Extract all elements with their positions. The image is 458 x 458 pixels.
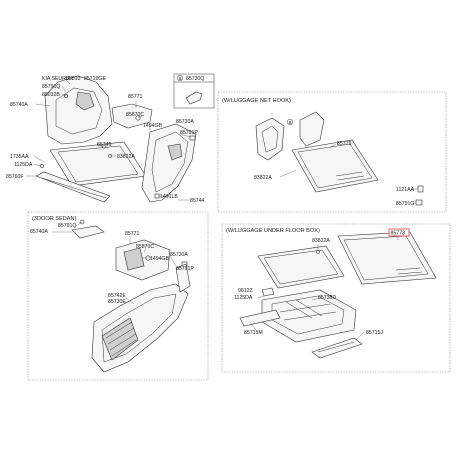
label-sedan-1494gb: 1494GB <box>150 256 170 262</box>
label-1735aa: 1735AA <box>10 154 29 160</box>
label-net-83822a: 83822A <box>254 175 272 181</box>
under-floor-leaders <box>249 236 399 341</box>
label-85010: 85010 <box>66 76 81 82</box>
label-85779: 85779 <box>337 141 352 147</box>
net-hook-title: (W/LUGGAGE NET HOOK) <box>222 98 291 104</box>
label-1121aa: 1121AA <box>396 187 415 193</box>
transverse-trim-edge <box>41 177 107 199</box>
label-85730a: 85730A <box>176 119 194 125</box>
label-sedan-85742e: 85742E <box>108 293 126 299</box>
under-floor-tray-grid <box>279 299 337 321</box>
label-85771: 85771 <box>128 94 143 100</box>
clip-85791g <box>415 199 423 206</box>
floor-luggage-mat-inner <box>343 235 429 281</box>
net-hook-trim-left-inner <box>261 125 279 153</box>
highlight-85773-box <box>388 228 410 237</box>
quarter-trim-right-inner <box>151 131 189 193</box>
label-sedan-85771: 85771 <box>125 231 140 237</box>
label-floor-83822a: 83822A <box>312 238 330 244</box>
net-hook-mat <box>291 139 379 193</box>
label-85760f: 85760F <box>6 174 24 180</box>
net-hook-leaders <box>279 143 418 204</box>
label-85791g: 85791G <box>396 201 414 207</box>
leaders-top-left <box>26 77 191 201</box>
label-sedan-85870c: 85870C <box>136 244 154 250</box>
transverse-trim <box>35 171 111 203</box>
label-85715m: 85715M <box>244 330 263 336</box>
bracket-85715j-detail <box>317 341 355 353</box>
legend-part: 85730Q <box>186 76 204 82</box>
sedan-quarter-trim-grille-lines <box>105 321 137 357</box>
sedan-center-panel <box>115 239 171 281</box>
under-floor-title: (W/LUGGAGE UNDER FLOOR BOX) <box>226 228 320 234</box>
net-hook-mat-inner <box>297 143 373 189</box>
clip-1491lb <box>154 193 160 199</box>
label-floor-1125da: 1125DA <box>234 295 253 301</box>
label-83822a: 83822A <box>117 154 135 160</box>
bolt-1125da <box>40 164 44 168</box>
label-88032b: 88032B <box>42 92 60 98</box>
label-9612z: 9612Z <box>238 288 253 294</box>
net-hook-mat-hinge <box>335 171 365 181</box>
sedan-quarter-trim <box>91 283 189 373</box>
label-sedan-85740a: 85740A <box>30 229 48 235</box>
floor-cover-board <box>257 245 345 289</box>
label-85746: 85746 <box>97 142 112 148</box>
floor-luggage-mat <box>337 231 437 285</box>
luggage-mat-inner <box>57 145 139 183</box>
label-85740a: 85740A <box>10 102 28 108</box>
sedan-title: (3DOOR SEDAN) <box>32 216 77 222</box>
label-sedan-85791p: 85791P <box>176 266 194 272</box>
bracket-9612z <box>261 287 275 297</box>
net-hook-badge-circle <box>286 118 294 126</box>
label-1494gb: 1494GB <box>143 123 163 129</box>
quarter-trim-left-window <box>75 91 95 111</box>
label-sedan-85730a: 85730A <box>170 252 188 258</box>
net-hook-trim-right <box>299 111 325 147</box>
net-hook-trim-left <box>255 117 285 161</box>
sedan-side-bracket <box>175 263 191 293</box>
label-1125da: 1125DA <box>14 162 33 168</box>
label-85738d: 85738D <box>318 295 336 301</box>
quarter-trim-left <box>44 75 113 145</box>
sedan-upper-trim <box>71 225 105 239</box>
floor-cover-board-inner <box>263 249 339 285</box>
upper-trim-center <box>111 103 153 129</box>
sedan-center-pocket <box>123 247 145 271</box>
label-kia-seurity: KIA SEURITY <box>42 76 75 82</box>
label-sedan-85730e: 85730E <box>108 299 126 305</box>
sedan-quarter-trim-inner <box>101 293 177 363</box>
quarter-trim-right-pocket <box>167 143 183 161</box>
legend-box-85730q: a 85730Q <box>173 73 215 109</box>
label-85715j: 85715J <box>366 330 383 336</box>
sedan-box <box>27 211 209 381</box>
net-hook-badge: a <box>289 120 292 126</box>
quarter-trim-left-detail <box>55 87 103 135</box>
label-85791p: 85791P <box>180 130 198 136</box>
label-85744: 85744 <box>190 198 205 204</box>
label-sedan-85791q: 85791Q <box>58 223 76 229</box>
sedan-leaders <box>52 221 183 305</box>
clip-85791p <box>189 135 196 141</box>
under-floor-box <box>221 223 451 373</box>
floor-clip-83822a <box>316 250 320 254</box>
bracket-85715j <box>311 337 363 359</box>
label-85719ge: 85719GE <box>84 76 106 82</box>
label-85870c: 85870C <box>126 112 144 118</box>
label-1491lb: 1491LB <box>160 194 178 200</box>
label-85791q: 85791Q <box>42 84 60 90</box>
floor-luggage-mat-ridge <box>395 267 423 275</box>
clip-1121aa <box>417 185 424 193</box>
label-85773: 85773 <box>391 231 406 237</box>
legend-badge: a <box>179 76 182 82</box>
